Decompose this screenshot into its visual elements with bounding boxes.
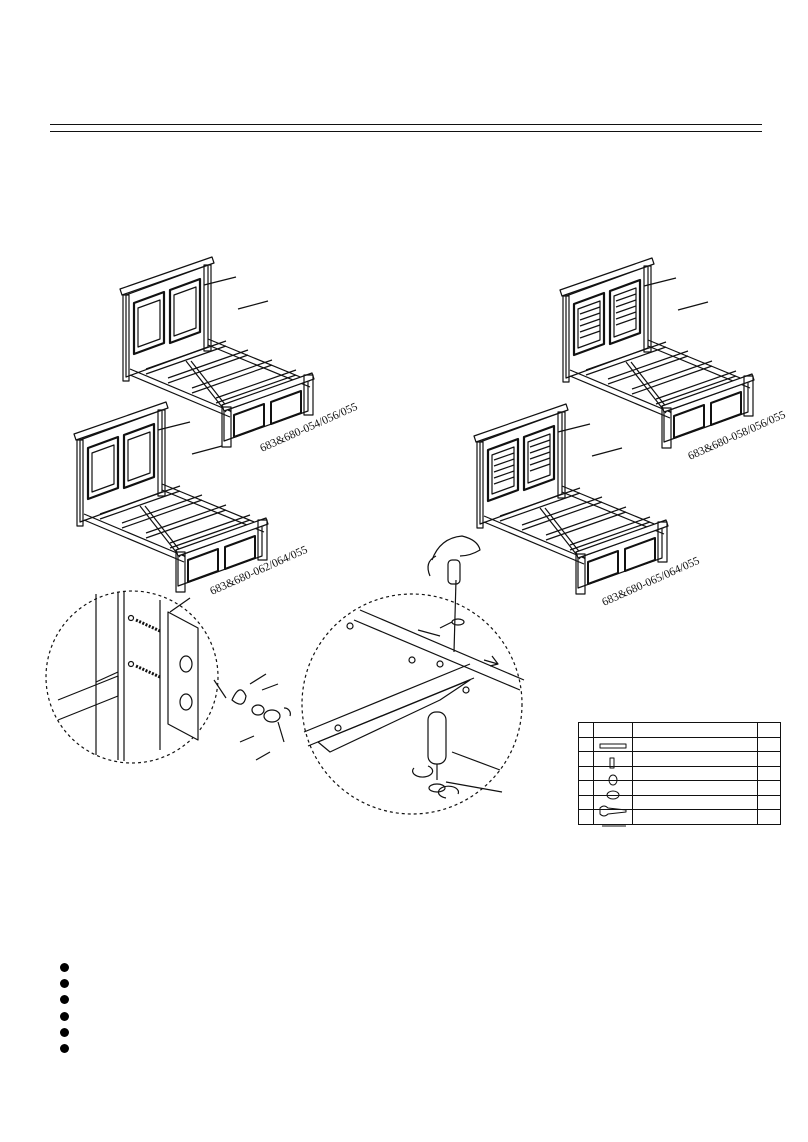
table-row xyxy=(578,780,781,796)
detail-circle-center-leg xyxy=(301,535,525,815)
model-label-mid-right: 683&680-065/064/055 xyxy=(600,555,701,609)
table-row xyxy=(578,751,781,767)
bullet-dot xyxy=(60,979,69,989)
bed-drawing-mid-left xyxy=(72,400,270,594)
header-rule-top xyxy=(50,124,762,125)
bullet-dot xyxy=(60,995,69,1005)
detail-circle-rail-bolts xyxy=(45,590,291,764)
model-label-mid-left: 683&680-062/064/055 xyxy=(208,544,309,598)
table-row xyxy=(578,794,781,810)
bed-drawing-top-left xyxy=(118,255,316,449)
bullet-dot xyxy=(60,963,69,972)
header-rule-bottom xyxy=(50,131,762,132)
bed-drawing-top-right xyxy=(560,258,754,448)
bullet-dot xyxy=(60,1043,69,1053)
table-row xyxy=(578,736,781,752)
model-label-top-left: 683&680-054/056/055 xyxy=(258,401,359,455)
table-row xyxy=(578,765,781,781)
bullet-dot xyxy=(60,1011,69,1021)
parts-table xyxy=(578,722,781,825)
table-row xyxy=(578,809,781,825)
model-label-top-right: 683&680-058/056/055 xyxy=(686,409,787,463)
bed-drawing-mid-right xyxy=(474,404,668,594)
bullet-dot xyxy=(60,1027,69,1037)
parts-table-header xyxy=(578,722,781,738)
notes-bullet-list xyxy=(60,963,69,1060)
